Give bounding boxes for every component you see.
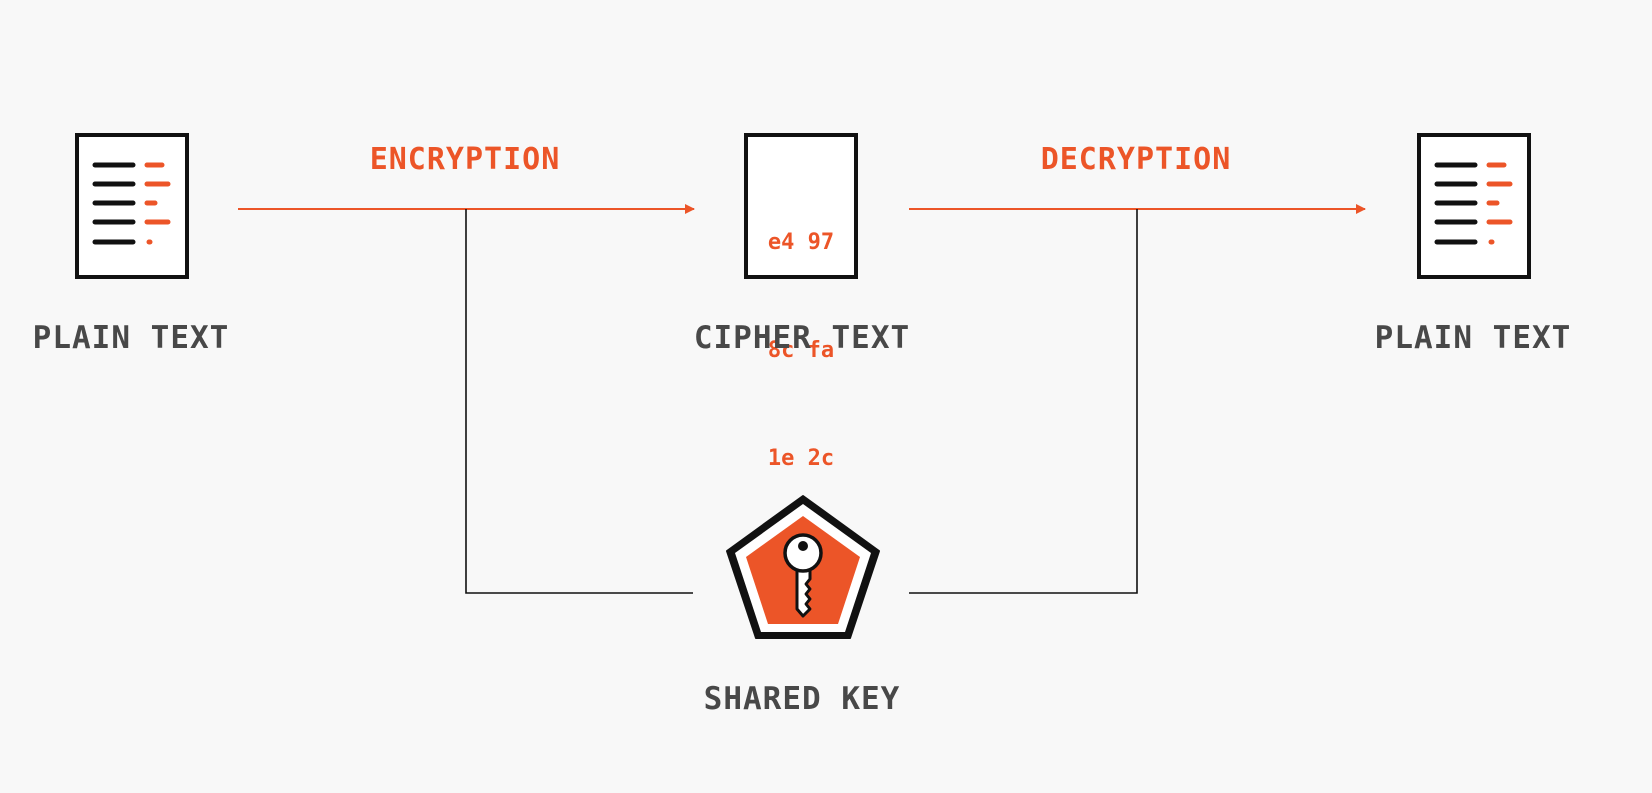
cipher-line: 1e 2c (767, 446, 835, 471)
encryption-label: ENCRYPTION (369, 142, 561, 177)
key-to-decryption-connector (909, 209, 1138, 594)
cipher-line: 8c fa (767, 338, 835, 363)
cipher-line: e4 97 (767, 230, 835, 255)
key-icon (783, 533, 823, 618)
plain-text-right-label: PLAIN TEXT (1374, 320, 1572, 356)
cipher-lines: e4 97 8c fa 1e 2c (768, 153, 834, 549)
document-icon (75, 133, 189, 279)
plain-text-left-label: PLAIN TEXT (32, 320, 230, 356)
shared-key-label: SHARED KEY (703, 681, 901, 717)
document-icon (1417, 133, 1531, 279)
pentagon-key-icon (726, 495, 880, 639)
cipher-document-icon (744, 133, 858, 279)
key-to-encryption-connector (465, 209, 693, 594)
cipher-text-label: CIPHER TEXT (693, 320, 911, 356)
decryption-label: DECRYPTION (1040, 142, 1232, 177)
